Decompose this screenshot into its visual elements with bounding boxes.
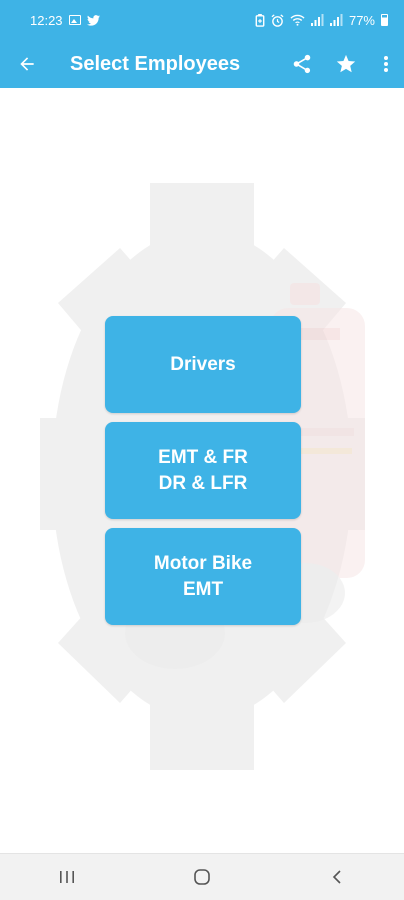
status-left: 12:23: [30, 13, 100, 28]
image-icon: [68, 15, 81, 25]
motor-bike-emt-button[interactable]: Motor Bike EMT: [105, 528, 301, 625]
nav-back-button[interactable]: [307, 854, 367, 900]
share-icon: [293, 54, 311, 74]
drivers-button[interactable]: Drivers: [105, 316, 301, 413]
more-vertical-icon: [384, 56, 388, 72]
recent-apps-icon: [60, 871, 75, 883]
emt-fr-dr-lfr-button[interactable]: EMT & FR DR & LFR: [105, 422, 301, 519]
back-icon: [332, 870, 341, 884]
star-icon: [336, 54, 356, 73]
home-icon: [194, 869, 210, 885]
home-button[interactable]: [172, 854, 232, 900]
alarm-icon: [271, 13, 284, 27]
app-bar: Select Employees: [0, 40, 404, 88]
emt-fr-button-label-line-1: EMT & FR: [158, 446, 248, 468]
wifi-icon: [290, 14, 305, 26]
motor-bike-button-label-line-1: Motor Bike: [153, 552, 253, 574]
status-time: 12:23: [30, 12, 63, 28]
battery-icon: [381, 14, 388, 26]
motor-bike-button-label-line-2: EMT: [182, 578, 224, 600]
back-button[interactable]: [0, 40, 54, 88]
emt-fr-button-label-line-2: DR & LFR: [158, 472, 248, 494]
signal-icon: [310, 14, 324, 26]
main-content: Drivers EMT & FR DR & LFR Motor Bike EMT: [0, 88, 404, 853]
back-arrow-icon: [20, 57, 34, 71]
system-nav-bar: [0, 853, 404, 900]
drivers-button-label: Drivers: [170, 353, 236, 375]
page-title: Select Employees: [70, 52, 241, 75]
share-button[interactable]: [280, 40, 324, 88]
battery-saver-icon: [255, 13, 265, 27]
battery-percent: 77%: [348, 12, 375, 28]
twitter-icon: [86, 14, 100, 26]
status-bar: 12:23: [0, 0, 404, 40]
signal-icon: [329, 14, 343, 26]
status-right: 77%: [255, 13, 388, 28]
favorite-button[interactable]: [324, 40, 368, 88]
recent-apps-button[interactable]: [37, 854, 97, 900]
overflow-menu-button[interactable]: [368, 40, 404, 88]
